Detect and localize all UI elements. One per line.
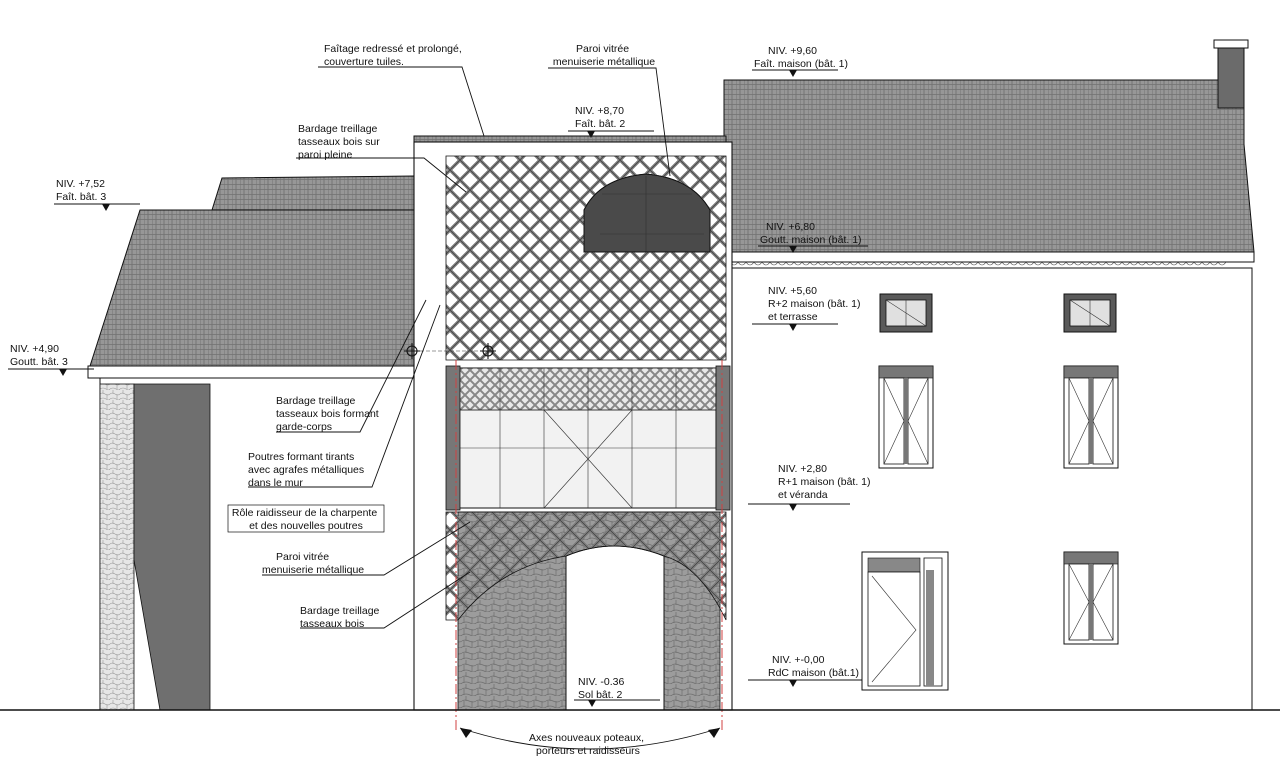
veranda-side-column-right xyxy=(715,365,731,511)
leader-lines xyxy=(248,66,671,629)
level-5-60: NIV. +5,60 R+2 maison (bât. 1) et terras… xyxy=(768,285,863,323)
triangle-down-icon xyxy=(8,69,868,707)
label-paroi-bottom: Paroi vitrée menuiserie métallique xyxy=(262,551,364,576)
label-bardage-garde-corps: Bardage treillage tasseaux bois formant … xyxy=(276,395,382,433)
label-bardage-top: Bardage treillage tasseaux bois sur paro… xyxy=(298,123,383,161)
veranda-lattice-band xyxy=(457,367,717,411)
level-m0-36: NIV. -0.36 Sol bât. 2 xyxy=(578,676,627,701)
level-2-80: NIV. +2,80 R+1 maison (bât. 1) et vérand… xyxy=(778,463,873,501)
chimney-cap xyxy=(1213,39,1249,49)
building-3-roof xyxy=(89,209,415,369)
building-3-stone-jamb xyxy=(99,383,135,711)
veranda-side-column-left xyxy=(445,365,461,511)
label-role-raidisseur: Rôle raidisseur de la charpente et des n… xyxy=(232,507,380,532)
building-3-gutter xyxy=(87,365,415,379)
building-2-roof-cap xyxy=(413,135,727,143)
level-8-70: NIV. +8,70 Faît. bât. 2 xyxy=(575,105,627,130)
label-poutres: Poutres formant tirants avec agrafes mét… xyxy=(248,451,367,489)
house-wall xyxy=(731,267,1253,711)
house-eave-scallop xyxy=(729,261,1227,266)
level-markers xyxy=(8,69,868,707)
annotation-labels: Faîtage redressé et prolongé, couverture… xyxy=(10,43,873,757)
level-9-60: NIV. +9,60 Faît. maison (bât. 1) xyxy=(754,45,848,70)
label-axes: Axes nouveaux poteaux, porteurs et raidi… xyxy=(529,732,647,757)
level-4-90: NIV. +4,90 Goutt. bât. 3 xyxy=(10,343,68,368)
crosshair-circle-icon xyxy=(404,343,496,359)
window-r1-left xyxy=(878,365,934,469)
window-r2-left xyxy=(879,293,933,333)
level-6-80: NIV. +6,80 Goutt. maison (bât. 1) xyxy=(760,221,862,246)
entrance-door xyxy=(861,551,949,691)
window-rdc-right xyxy=(1063,551,1119,645)
label-faitage: Faîtage redressé et prolongé, couverture… xyxy=(324,43,465,68)
building-3-upper-roof xyxy=(211,175,415,211)
role-box xyxy=(227,504,385,533)
building-2 xyxy=(404,135,733,730)
level-7-52: NIV. +7,52 Faît. bât. 3 xyxy=(56,178,108,203)
level-0-00: NIV. +-0,00 RdC maison (bât.1) xyxy=(768,654,859,679)
building-1-house xyxy=(723,39,1255,711)
axes-dimension xyxy=(459,727,721,750)
window-r1-right xyxy=(1063,365,1119,469)
lattice-lower xyxy=(445,511,727,621)
window-r2-right xyxy=(1063,293,1117,333)
lattice-upper xyxy=(445,155,727,361)
house-eave xyxy=(723,251,1255,263)
label-bardage-bottom: Bardage treillage tasseaux bois xyxy=(300,605,382,630)
building-3 xyxy=(87,175,415,711)
label-paroi-top: Paroi vitrée menuiserie métallique xyxy=(553,43,655,68)
